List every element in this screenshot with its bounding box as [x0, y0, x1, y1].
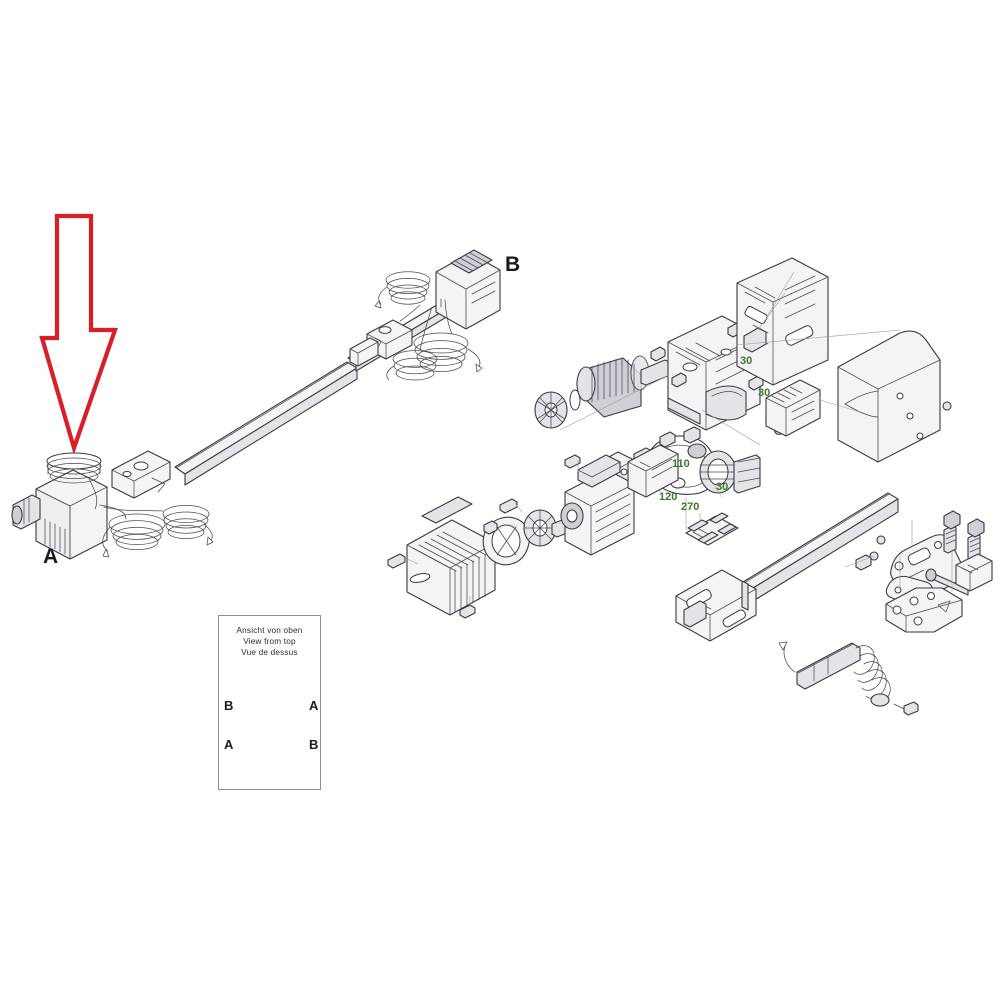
- part-number-30-b: 30: [758, 387, 771, 399]
- part-number-110: 110: [672, 458, 690, 470]
- red-callout-arrow: [39, 213, 118, 455]
- cable-coil-a2: [162, 505, 214, 546]
- assembly-a-group: [11, 361, 358, 560]
- carriage-a: [111, 450, 171, 499]
- inset-caption-en: View from top: [243, 637, 296, 646]
- motor-rotor: [576, 355, 650, 418]
- worm-drum: [699, 450, 761, 494]
- part-number-30-a: 30: [740, 355, 753, 367]
- drive-pulley: [534, 391, 568, 429]
- motor-fan-group: [387, 444, 679, 619]
- control-board: [627, 444, 679, 498]
- mounting-bracket: [885, 587, 963, 633]
- shaft-washer: [569, 389, 581, 411]
- housing-cover: [837, 330, 952, 463]
- part-number-30-c: 30: [716, 481, 729, 493]
- cable-coil-b1: [374, 271, 431, 309]
- small-pins: [659, 426, 701, 448]
- inset-marker-bottom-left: A: [224, 737, 234, 752]
- rail-end-b: [349, 337, 379, 367]
- inset-caption-de: Ansicht von oben: [236, 626, 303, 635]
- internal-frame-plate: [736, 257, 829, 386]
- motor-leaders: [404, 460, 579, 607]
- boom-rail-a: [174, 361, 358, 486]
- drive-unit-group: [534, 257, 952, 463]
- fan-shroud: [482, 516, 530, 566]
- contact-strips: [685, 497, 739, 546]
- inset-marker-top-right: A: [309, 698, 319, 713]
- rail-fasteners: [844, 520, 953, 592]
- pull-rod: [925, 568, 969, 596]
- part-number-120: 120: [659, 491, 678, 503]
- spring-shaft-assembly: [778, 641, 919, 716]
- inset-view-from-top-box: Ansicht von oben View from top Vue de de…: [218, 615, 321, 790]
- inset-marker-top-left: B: [224, 698, 234, 713]
- rail-end-bracket: [675, 569, 757, 642]
- assembly-leaders: [559, 271, 901, 446]
- cable-coil-b2: [413, 332, 483, 373]
- finned-block: [406, 496, 496, 616]
- inset-marker-bottom-right: B: [309, 737, 319, 752]
- head-unit-a: [11, 469, 108, 560]
- label-assembly-b: B: [505, 253, 521, 276]
- connector-clip: [955, 553, 993, 592]
- coil-top-a: [46, 452, 102, 510]
- assembly-b-group: [347, 249, 501, 381]
- rail-hardware-group: [675, 492, 993, 716]
- label-assembly-a: A: [43, 545, 59, 568]
- cable-coil-a1: [102, 513, 166, 558]
- head-unit-b: [435, 249, 501, 330]
- cable-coil-b3: [386, 350, 438, 381]
- screws-motor: [387, 454, 581, 619]
- coil-spring: [853, 645, 891, 707]
- motor-body: [560, 454, 635, 556]
- terminal-block: [765, 379, 821, 437]
- part-number-270: 270: [681, 501, 700, 513]
- inset-caption-fr: Vue de dessus: [241, 648, 298, 657]
